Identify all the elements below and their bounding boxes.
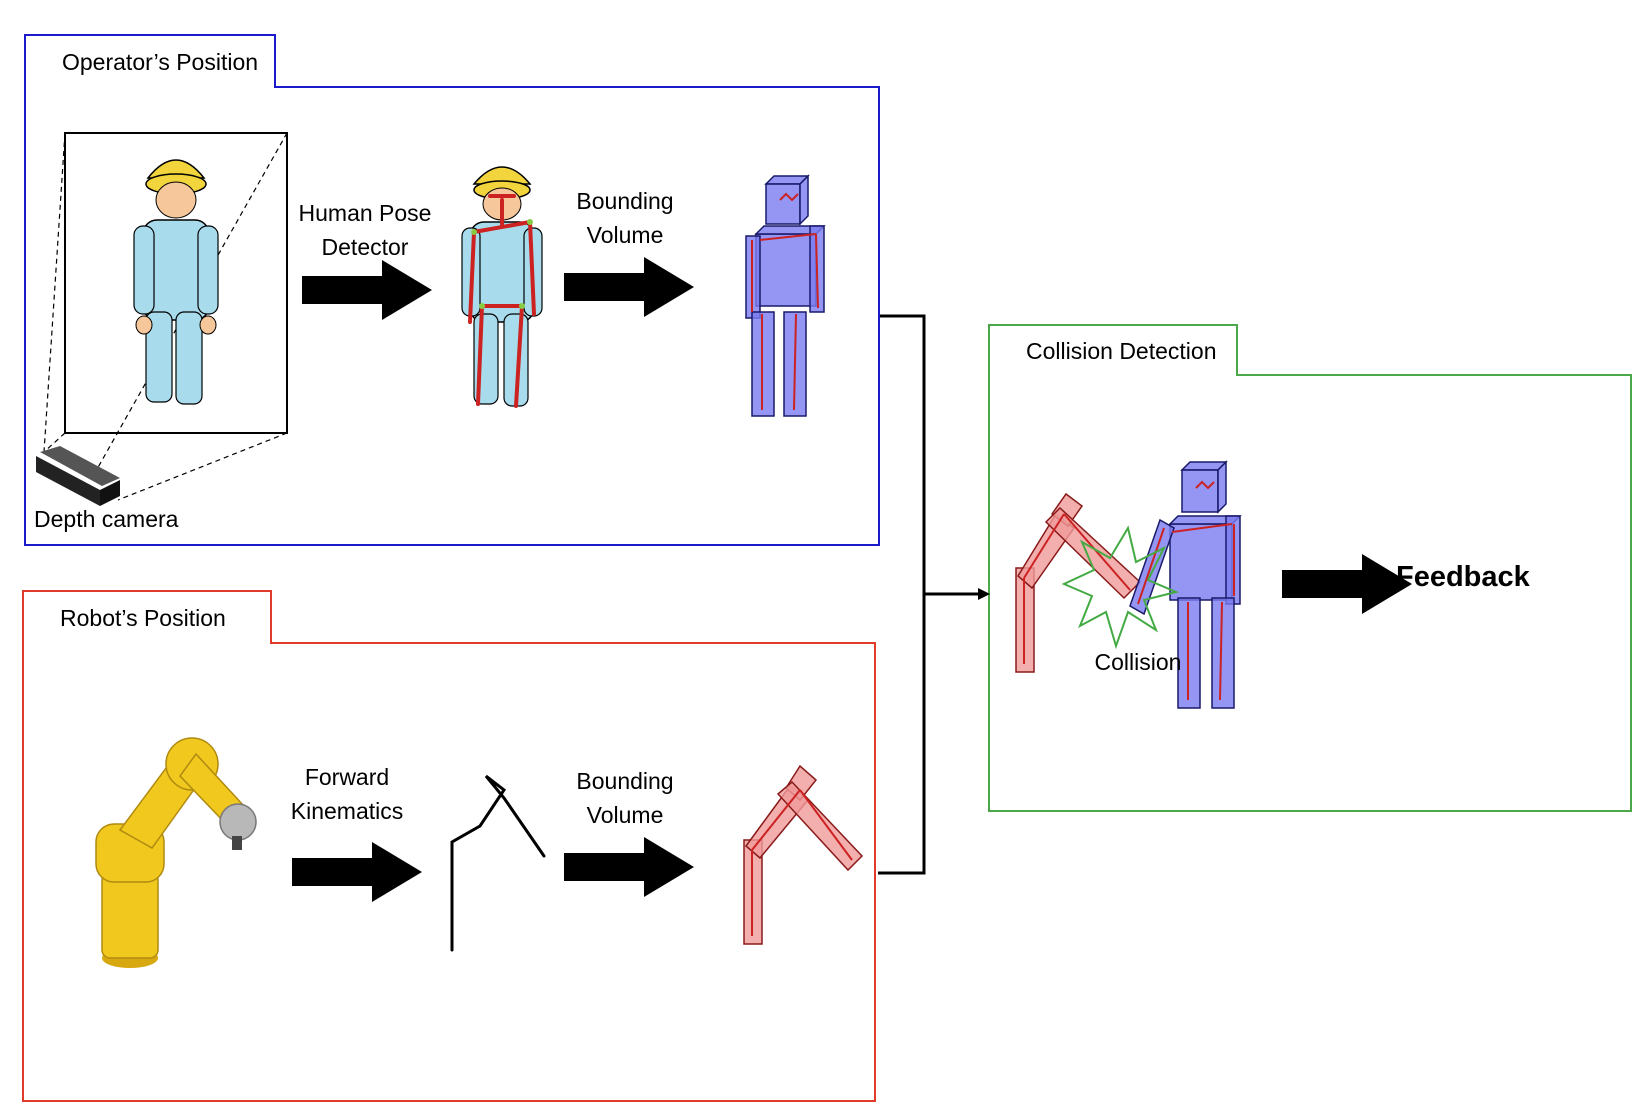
arrow-feedback [1282, 554, 1412, 614]
robot-arm-image [95, 737, 257, 968]
robot-bounding-volume [743, 764, 864, 945]
collision-label: Collision [1094, 649, 1182, 675]
bounding-volume-top-label: Bounding Volume [560, 184, 690, 252]
operator-panel-title: Operator’s Position [24, 34, 276, 88]
forward-kinematics-label: Forward Kinematics [282, 760, 412, 828]
bounding-volume-bottom-label: Bounding Volume [560, 764, 690, 832]
merge-connector [878, 314, 982, 875]
human-bounding-volume [745, 174, 826, 417]
human-pose-detector-label: Human Pose Detector [290, 196, 440, 264]
arrow-pose-detector [302, 260, 432, 320]
collision-human-volume [1129, 460, 1242, 709]
collision-panel-title: Collision Detection [988, 324, 1238, 376]
robot-panel-title: Robot’s Position [22, 590, 272, 644]
feedback-label: Feedback [1396, 561, 1530, 593]
robot-panel [22, 642, 876, 1102]
kinematic-chain [450, 774, 546, 952]
depth-camera-label: Depth camera [34, 506, 179, 532]
operator-figure [133, 159, 219, 405]
bounding-bot-label-line2: Volume [586, 802, 664, 828]
bounding-top-label-line2: Volume [586, 222, 664, 248]
fk-label-line1: Forward [304, 764, 390, 790]
bounding-bot-label-line1: Bounding [576, 768, 674, 794]
depth-camera-icon [36, 446, 120, 506]
bounding-top-label-line1: Bounding [576, 188, 674, 214]
arrow-forward-kinematics [292, 842, 422, 902]
arrow-bounding-volume-bottom [564, 837, 694, 897]
fk-label-line2: Kinematics [290, 798, 404, 824]
arrow-bounding-volume-top [564, 257, 694, 317]
collision-robot-volume [1015, 492, 1142, 673]
collision-star-icon [1061, 525, 1180, 650]
human-pose-label-line1: Human Pose [298, 200, 432, 226]
human-pose-label-line2: Detector [321, 234, 409, 260]
operator-skeleton-figure [461, 166, 543, 408]
merge-arrow-head [978, 588, 990, 600]
